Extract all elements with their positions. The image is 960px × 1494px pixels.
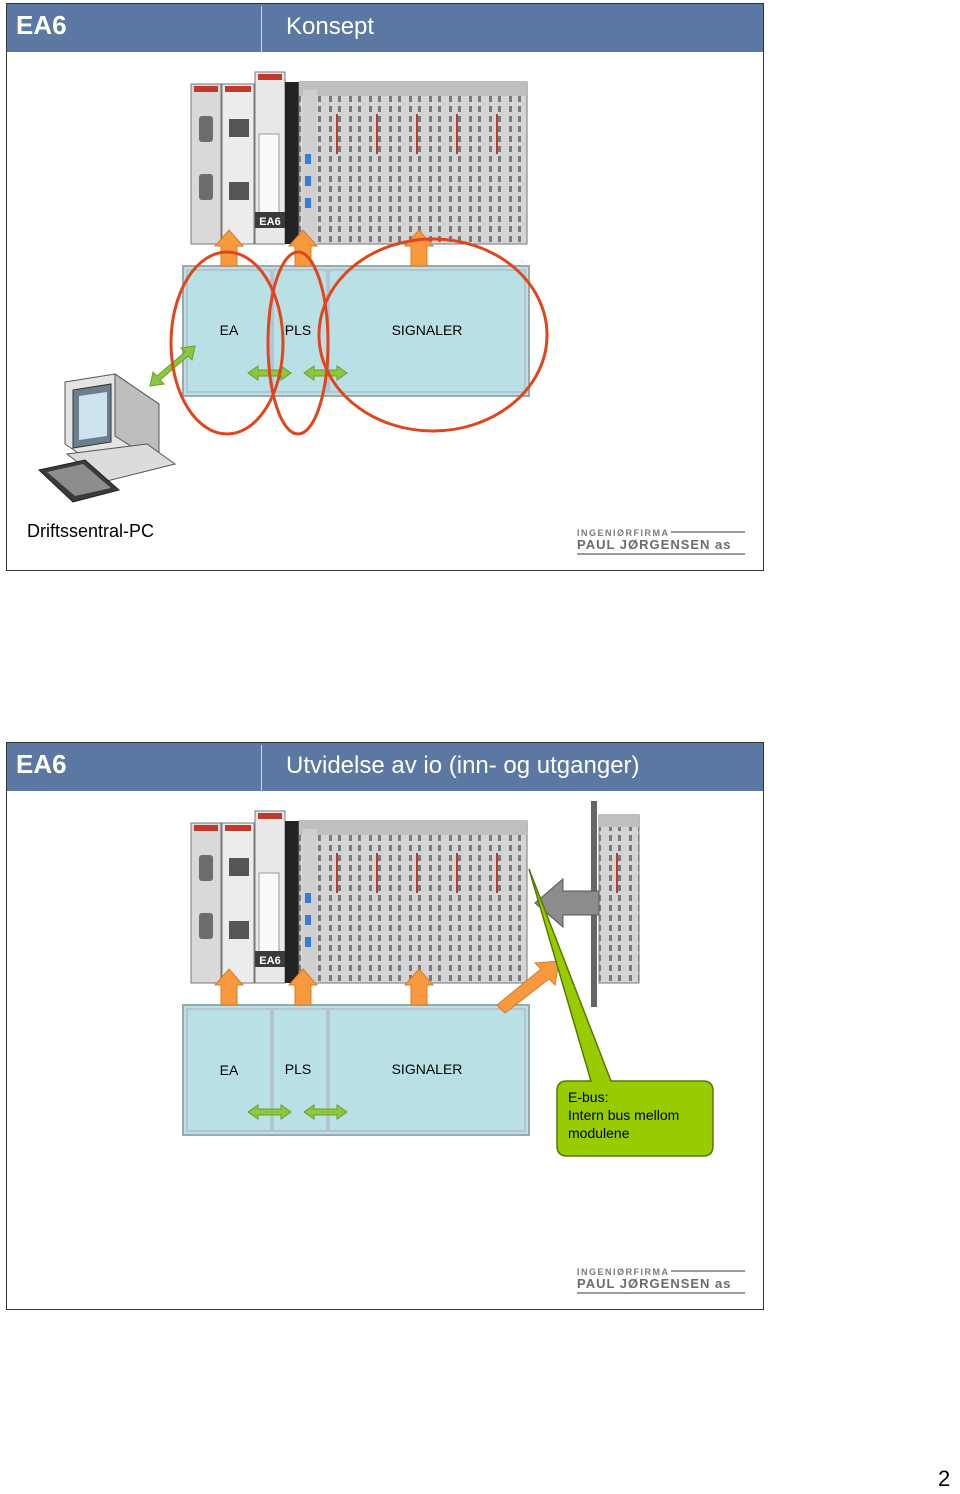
svg-text:PAUL JØRGENSEN as: PAUL JØRGENSEN as	[577, 1276, 732, 1291]
box-signaler-label: SIGNALER	[392, 1061, 463, 1077]
box-ea-label: EA	[220, 322, 239, 338]
svg-text:INGENIØRFIRMA: INGENIØRFIRMA	[577, 1267, 670, 1277]
arrow-up-ea	[213, 229, 245, 267]
arrow-ea-pls	[247, 1104, 292, 1120]
brand-label: EA6	[16, 749, 67, 779]
box-signaler-label: SIGNALER	[392, 322, 463, 338]
brand-label: EA6	[16, 10, 67, 40]
plc-device-image: EA6	[190, 810, 528, 984]
callout-line3: modulene	[568, 1125, 630, 1141]
company-logo: INGENIØRFIRMA PAUL JØRGENSEN as	[577, 1267, 745, 1294]
plc-device-image: EA6	[190, 71, 528, 245]
slide-header: EA6 Konsept	[7, 4, 763, 52]
company-logo: INGENIØRFIRMA PAUL JØRGENSEN as	[577, 528, 745, 555]
highlight-signaler	[317, 237, 549, 433]
box-pls-label: PLS	[285, 1061, 311, 1077]
slide-title: Konsept	[286, 13, 375, 40]
computer-icon	[37, 373, 177, 503]
svg-text:INGENIØRFIRMA: INGENIØRFIRMA	[577, 528, 670, 538]
arrow-pls-signaler	[303, 1104, 348, 1120]
box-ea-label: EA	[220, 1062, 239, 1078]
box-signaler	[328, 269, 526, 393]
slide-konsept: EA6 Konsept EA6	[6, 3, 764, 571]
slide-diagram: EA6 EA PLS SIGNAL	[182, 801, 745, 1294]
box-pls-label: PLS	[285, 322, 311, 338]
slide-title: Utvidelse av io (inn- og utganger)	[286, 752, 640, 779]
slide-header: EA6 Utvidelse av io (inn- og utganger)	[7, 743, 763, 791]
page-number: 2	[938, 1466, 951, 1491]
device-badge: EA6	[259, 216, 280, 228]
box-signaler	[328, 1008, 526, 1132]
arrow-up-ea	[213, 968, 245, 1006]
arrow-up-signaler	[403, 968, 435, 1006]
highlight-pls	[266, 250, 330, 436]
header-separator	[261, 6, 262, 52]
callout-line2: Intern bus mellom	[568, 1107, 679, 1123]
arrow-diag-extension	[496, 960, 560, 1014]
slide-diagram: EA6 EA PLS SIGNALER	[27, 71, 745, 555]
header-separator	[261, 745, 262, 791]
slide-utvidelse: EA6 Utvidelse av io (inn- og utganger)	[6, 742, 764, 1310]
insert-arrow	[534, 877, 600, 929]
highlight-ea	[169, 250, 285, 436]
arrow-up-pls	[287, 968, 319, 1006]
device-badge: EA6	[259, 955, 280, 967]
callout-line1: E-bus:	[568, 1089, 608, 1105]
ebus-callout	[528, 868, 714, 1157]
pc-label: Driftssentral-PC	[27, 521, 154, 541]
svg-text:PAUL JØRGENSEN as: PAUL JØRGENSEN as	[577, 537, 732, 552]
